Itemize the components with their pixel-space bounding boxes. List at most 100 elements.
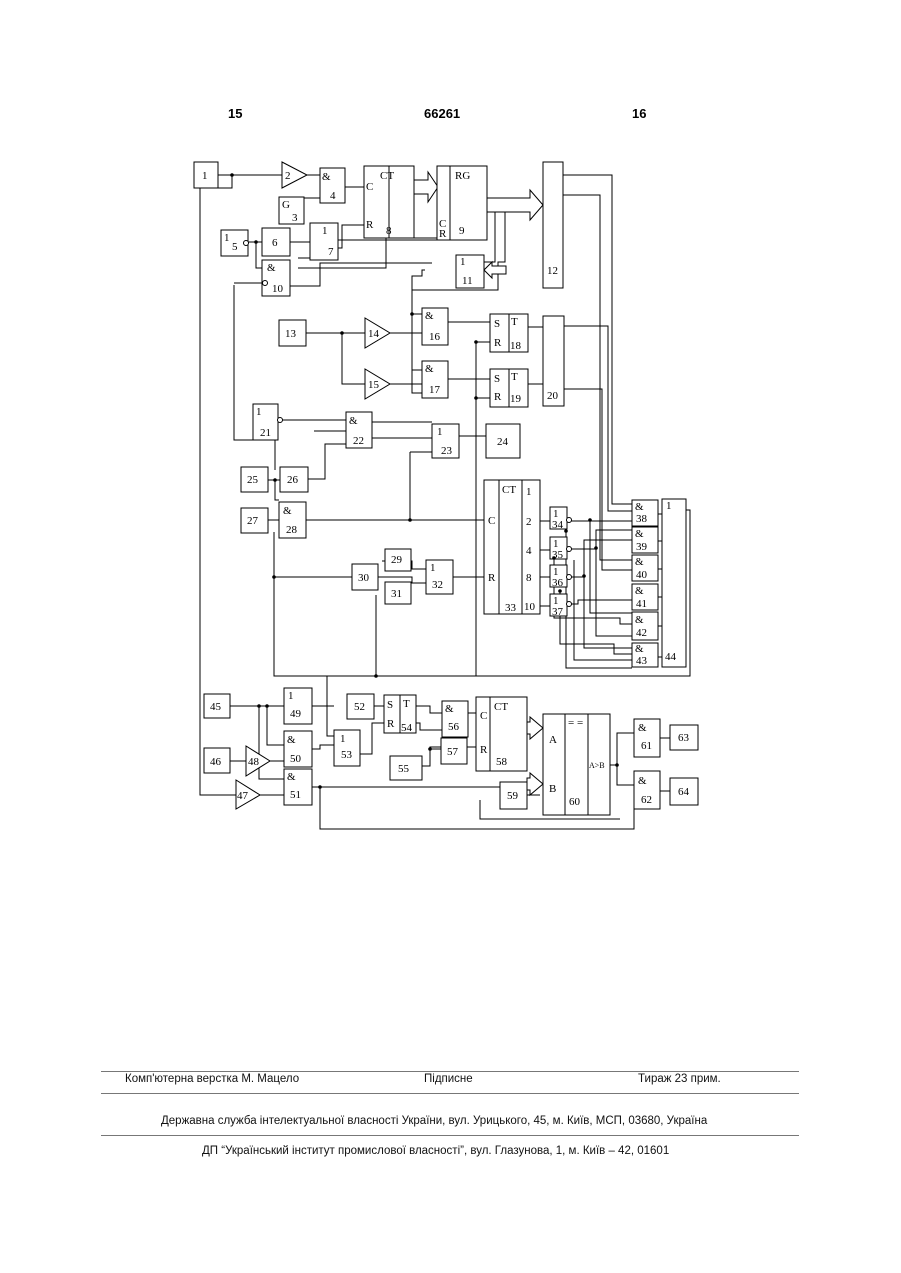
block-4-number: 4 bbox=[330, 190, 336, 202]
block-62-function: & bbox=[638, 775, 647, 787]
logic-blocks bbox=[194, 162, 698, 815]
block-5-function: 1 bbox=[224, 232, 230, 244]
block-1-number: 1 bbox=[202, 170, 208, 182]
block-50-number: 50 bbox=[290, 753, 302, 765]
block-21-number: 21 bbox=[260, 427, 271, 439]
block-58-input-r: R bbox=[480, 744, 488, 756]
block-49-number: 49 bbox=[290, 708, 302, 720]
block-46-number: 46 bbox=[210, 756, 222, 768]
block-19-number: 19 bbox=[510, 393, 522, 405]
block-2-number: 2 bbox=[285, 170, 291, 182]
block-53-number: 53 bbox=[341, 749, 353, 761]
block-21-function: 1 bbox=[256, 406, 262, 418]
block-24-number: 24 bbox=[497, 436, 509, 448]
block-58-number: 58 bbox=[496, 756, 508, 768]
block-15-number: 15 bbox=[368, 379, 380, 391]
block-64-number: 64 bbox=[678, 786, 690, 798]
block-29-number: 29 bbox=[391, 554, 403, 566]
block-34-number: 34 bbox=[552, 519, 564, 531]
block-11-number: 11 bbox=[462, 275, 473, 287]
block-39-number: 39 bbox=[636, 541, 648, 553]
block-32-number: 32 bbox=[432, 579, 443, 591]
block-23-function: 1 bbox=[437, 426, 443, 438]
block-10-function: & bbox=[267, 262, 276, 274]
block-18-input-s: S bbox=[494, 318, 500, 330]
circuit-diagram: 1 2 G 3 & 4 1 5 6 1 7 CT C R 8 RG C R 9 … bbox=[0, 0, 901, 880]
block-25-number: 25 bbox=[247, 474, 259, 486]
block-35-number: 35 bbox=[552, 549, 564, 561]
block-52-number: 52 bbox=[354, 701, 365, 713]
block-3-number: 3 bbox=[292, 212, 298, 224]
block-59-number: 59 bbox=[507, 790, 519, 802]
block-8-number: 8 bbox=[386, 225, 392, 237]
block-23-number: 23 bbox=[441, 445, 453, 457]
block-7-number: 7 bbox=[328, 246, 334, 258]
block-43-number: 43 bbox=[636, 655, 648, 667]
block-33-output-8: 8 bbox=[526, 572, 532, 584]
block-54-input-r: R bbox=[387, 718, 395, 730]
block-20-number: 20 bbox=[547, 390, 559, 402]
block-13-number: 13 bbox=[285, 328, 297, 340]
block-60-input-b: B bbox=[549, 783, 556, 795]
block-63-number: 63 bbox=[678, 732, 690, 744]
block-37-number: 37 bbox=[552, 606, 564, 618]
block-56-number: 56 bbox=[448, 721, 460, 733]
block-51-function: & bbox=[287, 771, 296, 783]
block-58-input-c: C bbox=[480, 710, 487, 722]
subscription-note: Підписне bbox=[424, 1073, 473, 1085]
block-19-input-r: R bbox=[494, 391, 502, 403]
block-12-number: 12 bbox=[547, 265, 558, 277]
block-54-input-s: S bbox=[387, 699, 393, 711]
block-16-number: 16 bbox=[429, 331, 441, 343]
block-11-function: 1 bbox=[460, 256, 466, 268]
block-27-number: 27 bbox=[247, 515, 259, 527]
block-61-function: & bbox=[638, 722, 647, 734]
block-10-number: 10 bbox=[272, 283, 284, 295]
publisher-address: Державна служба інтелектуальної власност… bbox=[161, 1115, 707, 1127]
block-28-function: & bbox=[283, 505, 292, 517]
block-33-output-10: 10 bbox=[524, 601, 536, 613]
block-39-function: & bbox=[635, 528, 644, 540]
block-60-output: A>B bbox=[589, 761, 605, 770]
block-40-function: & bbox=[635, 556, 644, 568]
block-49-function: 1 bbox=[288, 690, 294, 702]
typesetting-credit: Комп'ютерна верстка М. Мацело bbox=[125, 1073, 299, 1085]
block-22-number: 22 bbox=[353, 435, 364, 447]
block-3-function: G bbox=[282, 199, 290, 211]
block-8-input-c: C bbox=[366, 181, 373, 193]
block-38-number: 38 bbox=[636, 513, 648, 525]
block-62-number: 62 bbox=[641, 794, 652, 806]
block-53-function: 1 bbox=[340, 733, 346, 745]
footer-rule-middle bbox=[101, 1093, 799, 1094]
block-58-function: CT bbox=[494, 701, 508, 713]
block-9-number: 9 bbox=[459, 225, 465, 237]
block-8-function: CT bbox=[380, 170, 394, 182]
block-57-number: 57 bbox=[447, 746, 459, 758]
block-48-number: 48 bbox=[248, 756, 260, 768]
block-41-function: & bbox=[635, 585, 644, 597]
block-44-function: 1 bbox=[666, 500, 672, 512]
block-61-number: 61 bbox=[641, 740, 652, 752]
block-4-function: & bbox=[322, 171, 331, 183]
block-44-number: 44 bbox=[665, 651, 677, 663]
block-42-function: & bbox=[635, 614, 644, 626]
block-33-input-r: R bbox=[488, 572, 496, 584]
footer-rule-top bbox=[101, 1071, 799, 1072]
block-17-function: & bbox=[425, 363, 434, 375]
block-41-number: 41 bbox=[636, 598, 647, 610]
block-5-number: 5 bbox=[232, 241, 238, 253]
block-43-function: & bbox=[635, 643, 644, 655]
block-33-number: 33 bbox=[505, 602, 517, 614]
block-33-function: CT bbox=[502, 484, 516, 496]
block-51-number: 51 bbox=[290, 789, 301, 801]
block-18-number: 18 bbox=[510, 340, 522, 352]
block-33-input-c: C bbox=[488, 515, 495, 527]
block-30-number: 30 bbox=[358, 572, 370, 584]
block-33-output-4: 4 bbox=[526, 545, 532, 557]
block-31-number: 31 bbox=[391, 588, 402, 600]
block-7-function: 1 bbox=[322, 225, 328, 237]
block-38-function: & bbox=[635, 501, 644, 513]
block-16-function: & bbox=[425, 310, 434, 322]
block-50-function: & bbox=[287, 734, 296, 746]
block-6-number: 6 bbox=[272, 237, 278, 249]
